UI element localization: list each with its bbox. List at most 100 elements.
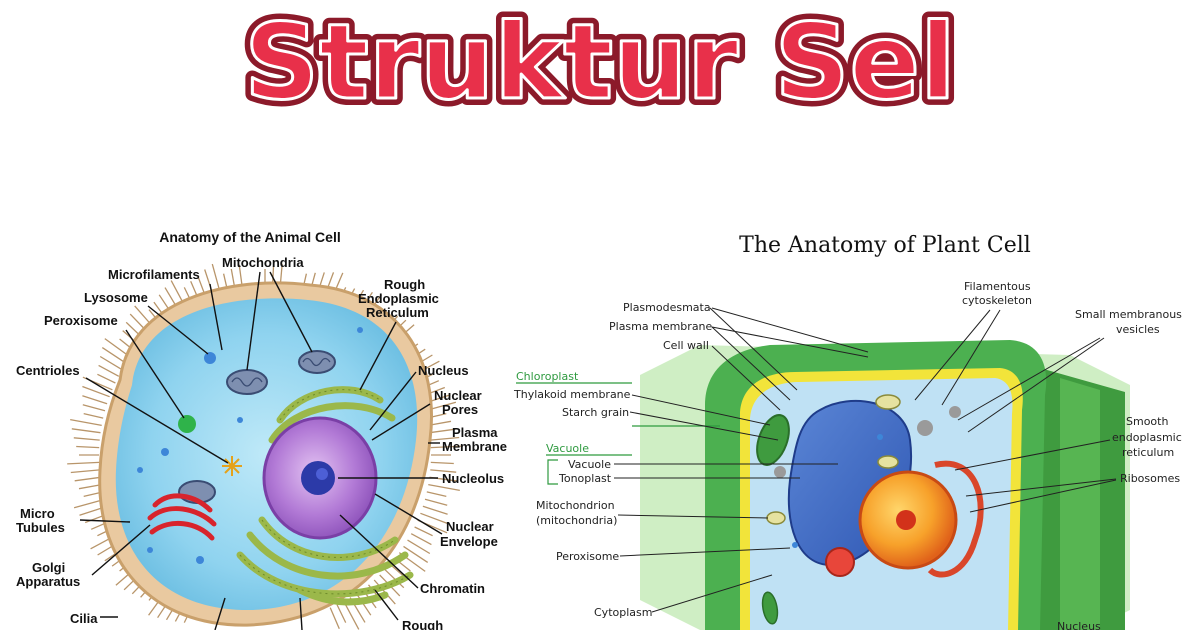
label-starch: Starch grain (562, 406, 629, 419)
animal-peroxisome (178, 415, 196, 433)
cilium (430, 445, 463, 449)
label-vacuole-header: Vacuole (546, 442, 589, 455)
banner-title-text: Struktur Sel (244, 1, 955, 123)
cilium (428, 483, 460, 492)
label-filamentous: Filamentous (964, 280, 1031, 293)
label-rough-bottom: Rough (402, 618, 443, 630)
animal-cell-diagram: Anatomy of the Animal Cell (16, 229, 507, 630)
cilium (82, 395, 108, 405)
cilium (71, 428, 101, 434)
label-ribosomes: Ribosomes (1120, 472, 1180, 485)
banner-title: Struktur Sel Struktur Sel (237, 0, 962, 130)
label-nucleus: Nucleus (418, 363, 469, 378)
cilium (82, 385, 110, 398)
cilium (343, 600, 360, 630)
cilium (336, 604, 347, 623)
cilium (82, 404, 106, 412)
cilium (73, 437, 100, 441)
cilium (74, 476, 101, 482)
animal-lysosome (204, 352, 216, 364)
plant-labels-right: Filamentous cytoskeleton Small membranou… (962, 280, 1182, 630)
animal-labels: Microfilaments Mitochondria Lysosome Per… (16, 255, 507, 630)
cilium (403, 545, 429, 563)
label-nuclear-envelope-2: Envelope (440, 534, 498, 549)
label-vacuole: Vacuole (568, 458, 611, 471)
label-smooth: Smooth (1126, 415, 1168, 428)
plant-chloroplasts (756, 414, 790, 625)
label-microfilaments: Microfilaments (108, 267, 200, 282)
cilium (99, 355, 123, 371)
label-nuclear-pores-2: Pores (442, 402, 478, 417)
label-plasma-membrane: Plasma membrane (609, 320, 713, 333)
label-cytoplasm: Cytoplasm (594, 606, 652, 619)
cilium (407, 539, 431, 555)
label-plant-nucleus: Nucleus (1057, 620, 1101, 630)
label-nuclear-envelope-1: Nuclear (446, 519, 494, 534)
label-reticulum-plant: reticulum (1122, 446, 1174, 459)
cilium (76, 445, 100, 449)
cilium (410, 533, 432, 546)
cilium (67, 461, 100, 465)
label-tonoplast: Tonoplast (558, 472, 612, 485)
cilium (70, 418, 102, 427)
label-cilia: Cilia (70, 611, 98, 626)
plant-grains (774, 406, 961, 478)
plant-leader-lines (614, 307, 1117, 613)
plant-peroxisome (825, 547, 855, 577)
label-micro: Micro (20, 506, 55, 521)
label-nuclear-pores-1: Nuclear (434, 388, 482, 403)
plant-nucleolus (896, 510, 916, 530)
label-chloroplast: Chloroplast (516, 370, 579, 383)
cilium (70, 469, 100, 474)
animal-centrioles (222, 456, 242, 476)
label-golgi: Golgi (32, 560, 65, 575)
cilium (101, 347, 127, 365)
plant-labels-left: Plasmodesmata Plasma membrane Cell wall … (513, 301, 713, 619)
animal-golgi (147, 493, 217, 541)
cilium (329, 607, 340, 630)
plant-cell-diagram: The Anatomy of Plant Cell (513, 233, 1182, 630)
cilium (430, 461, 454, 465)
label-lysosome: Lysosome (84, 290, 148, 305)
cilium (97, 373, 116, 384)
label-endoplasmic: Endoplasmic (358, 291, 439, 306)
cilium (420, 512, 448, 525)
label-mitochondria-plural: (mitochondria) (536, 514, 617, 527)
cilium (422, 505, 448, 515)
label-endoplasmic-plant: endoplasmic (1112, 431, 1182, 444)
label-centrioles: Centrioles (16, 363, 80, 378)
label-small-membranous: Small membranous (1075, 308, 1182, 321)
label-membrane: Membrane (442, 439, 507, 454)
label-tubules: Tubules (16, 520, 65, 535)
label-cell-wall: Cell wall (663, 339, 709, 352)
label-thylakoid: Thylakoid membrane (513, 388, 631, 401)
cilium (98, 364, 120, 377)
animal-vesicles (137, 327, 363, 564)
label-reticulum: Reticulum (366, 305, 429, 320)
label-peroxisome: Peroxisome (44, 313, 118, 328)
plant-cell-title: The Anatomy of Plant Cell (739, 233, 1031, 258)
cilium (78, 483, 102, 490)
label-mitochondrion: Mitochondrion (536, 499, 615, 512)
label-mitochondria: Mitochondria (222, 255, 304, 270)
animal-leader-lines (79, 271, 443, 630)
label-apparatus: Apparatus (16, 574, 80, 589)
cilium (430, 436, 460, 441)
label-rough: Rough (384, 277, 425, 292)
plant-mitochondria (766, 394, 901, 525)
label-plant-peroxisome: Peroxisome (556, 550, 619, 563)
label-plasma: Plasma (452, 425, 498, 440)
cilium (83, 412, 104, 419)
cilium (384, 569, 405, 589)
label-cytoskeleton: cytoskeleton (962, 294, 1032, 307)
label-nucleolus: Nucleolus (442, 471, 504, 486)
cilium (424, 498, 448, 506)
banner-title-outline: Struktur Sel (244, 1, 955, 123)
cilium (430, 469, 457, 473)
cilium (429, 428, 456, 434)
animal-cell-title: Anatomy of the Animal Cell (159, 229, 341, 245)
cilium (426, 491, 447, 498)
label-plasmodesmata: Plasmodesmata (623, 301, 711, 314)
label-vesicles: vesicles (1116, 323, 1160, 336)
